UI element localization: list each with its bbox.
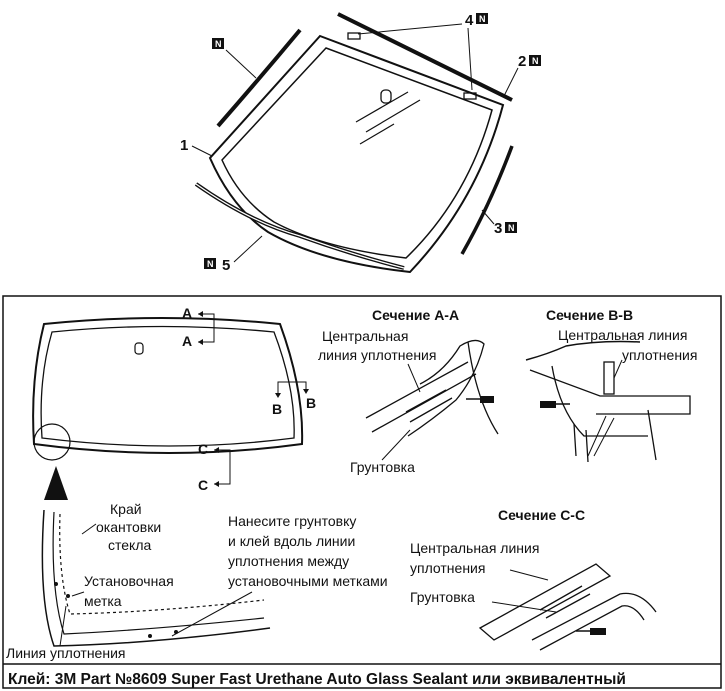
new-part-badge-5 <box>204 258 216 269</box>
glass-edge-label-1: Край <box>110 501 142 517</box>
section-c-bottom-label: C <box>198 477 208 493</box>
mounting-mark-label-1: Установочная <box>84 573 174 589</box>
section-b-right-label: B <box>306 395 316 411</box>
clip-left <box>347 32 361 40</box>
section-cc-title: Сечение C-C <box>498 507 585 523</box>
overview-windshield: A A B B C C <box>32 305 316 500</box>
new-part-badge-3 <box>505 222 517 233</box>
section-aa-label-1: Центральная <box>322 328 408 344</box>
part-5-label: 5 <box>222 257 230 274</box>
glass-edge-label-3: стекла <box>108 537 151 553</box>
instruction-line-3: уплотнения между <box>228 553 349 569</box>
new-part-badge-4 <box>476 13 488 24</box>
part-3-label: 3 <box>494 220 502 237</box>
seal-line-detail: Край окантовки стекла Установочная метка… <box>6 501 388 661</box>
section-a-bottom-label: A <box>182 333 192 349</box>
left-side-molding <box>216 28 302 128</box>
section-cc-label-1: Центральная линия <box>410 540 539 556</box>
svg-text:N: N <box>508 223 515 233</box>
new-part-badge-2 <box>529 55 541 66</box>
section-aa-title: Сечение A-A <box>372 307 459 323</box>
section-bb-title: Сечение B-B <box>546 307 633 323</box>
right-side-molding <box>460 145 514 255</box>
section-aa-label-2: линия уплотнения <box>318 347 436 363</box>
part-4-label: 4 <box>465 12 474 29</box>
bottom-molding <box>194 182 405 270</box>
detail-arrow <box>44 466 68 500</box>
section-c-top-label: C <box>198 441 208 457</box>
detail-panel-frame <box>2 295 722 689</box>
mirror-mount <box>380 89 392 104</box>
section-a-top-label: A <box>182 305 192 321</box>
part-1-label: 1 <box>180 137 188 154</box>
windshield-outline <box>208 34 505 274</box>
adhesive-footer-text: Клей: 3M Part №8609 Super Fast Urethane … <box>8 671 626 688</box>
mounting-mark-label-2: метка <box>84 593 122 609</box>
part-2-label: 2 <box>518 53 526 70</box>
section-bb-label-1: Центральная линия <box>558 327 687 343</box>
instruction-line-4: установочными метками <box>228 573 388 589</box>
section-cc: Сечение C-C Центральная линия уплотнения… <box>410 507 657 651</box>
seal-line-label: Линия уплотнения <box>6 645 125 661</box>
new-part-badge-left <box>212 38 224 49</box>
detail-magnify-circle <box>33 423 71 461</box>
section-cc-label-2: уплотнения <box>410 560 485 576</box>
section-cc-primer-label: Грунтовка <box>410 589 475 605</box>
section-bb-label-2: уплотнения <box>622 347 697 363</box>
svg-text:N: N <box>207 259 214 269</box>
windshield-inner-border <box>221 47 493 259</box>
instruction-line-2: и клей вдоль линии <box>228 533 355 549</box>
svg-text:N: N <box>215 39 222 49</box>
svg-text:N: N <box>479 14 486 24</box>
instruction-line-1: Нанесите грунтовку <box>228 513 356 529</box>
glass-edge-label-2: окантовки <box>96 519 161 535</box>
section-b-left-label: B <box>272 401 282 417</box>
top-molding <box>337 12 513 102</box>
exploded-view: 1 N 4 N 2 N 3 N N 5 <box>180 12 541 274</box>
clip-right <box>463 92 477 100</box>
section-aa: Сечение A-A Центральная линия уплотнения… <box>318 307 499 475</box>
svg-text:N: N <box>532 56 539 66</box>
section-bb: Сечение B-B Центральная линия уплотнения <box>525 307 697 463</box>
section-aa-primer-label: Грунтовка <box>350 459 415 475</box>
